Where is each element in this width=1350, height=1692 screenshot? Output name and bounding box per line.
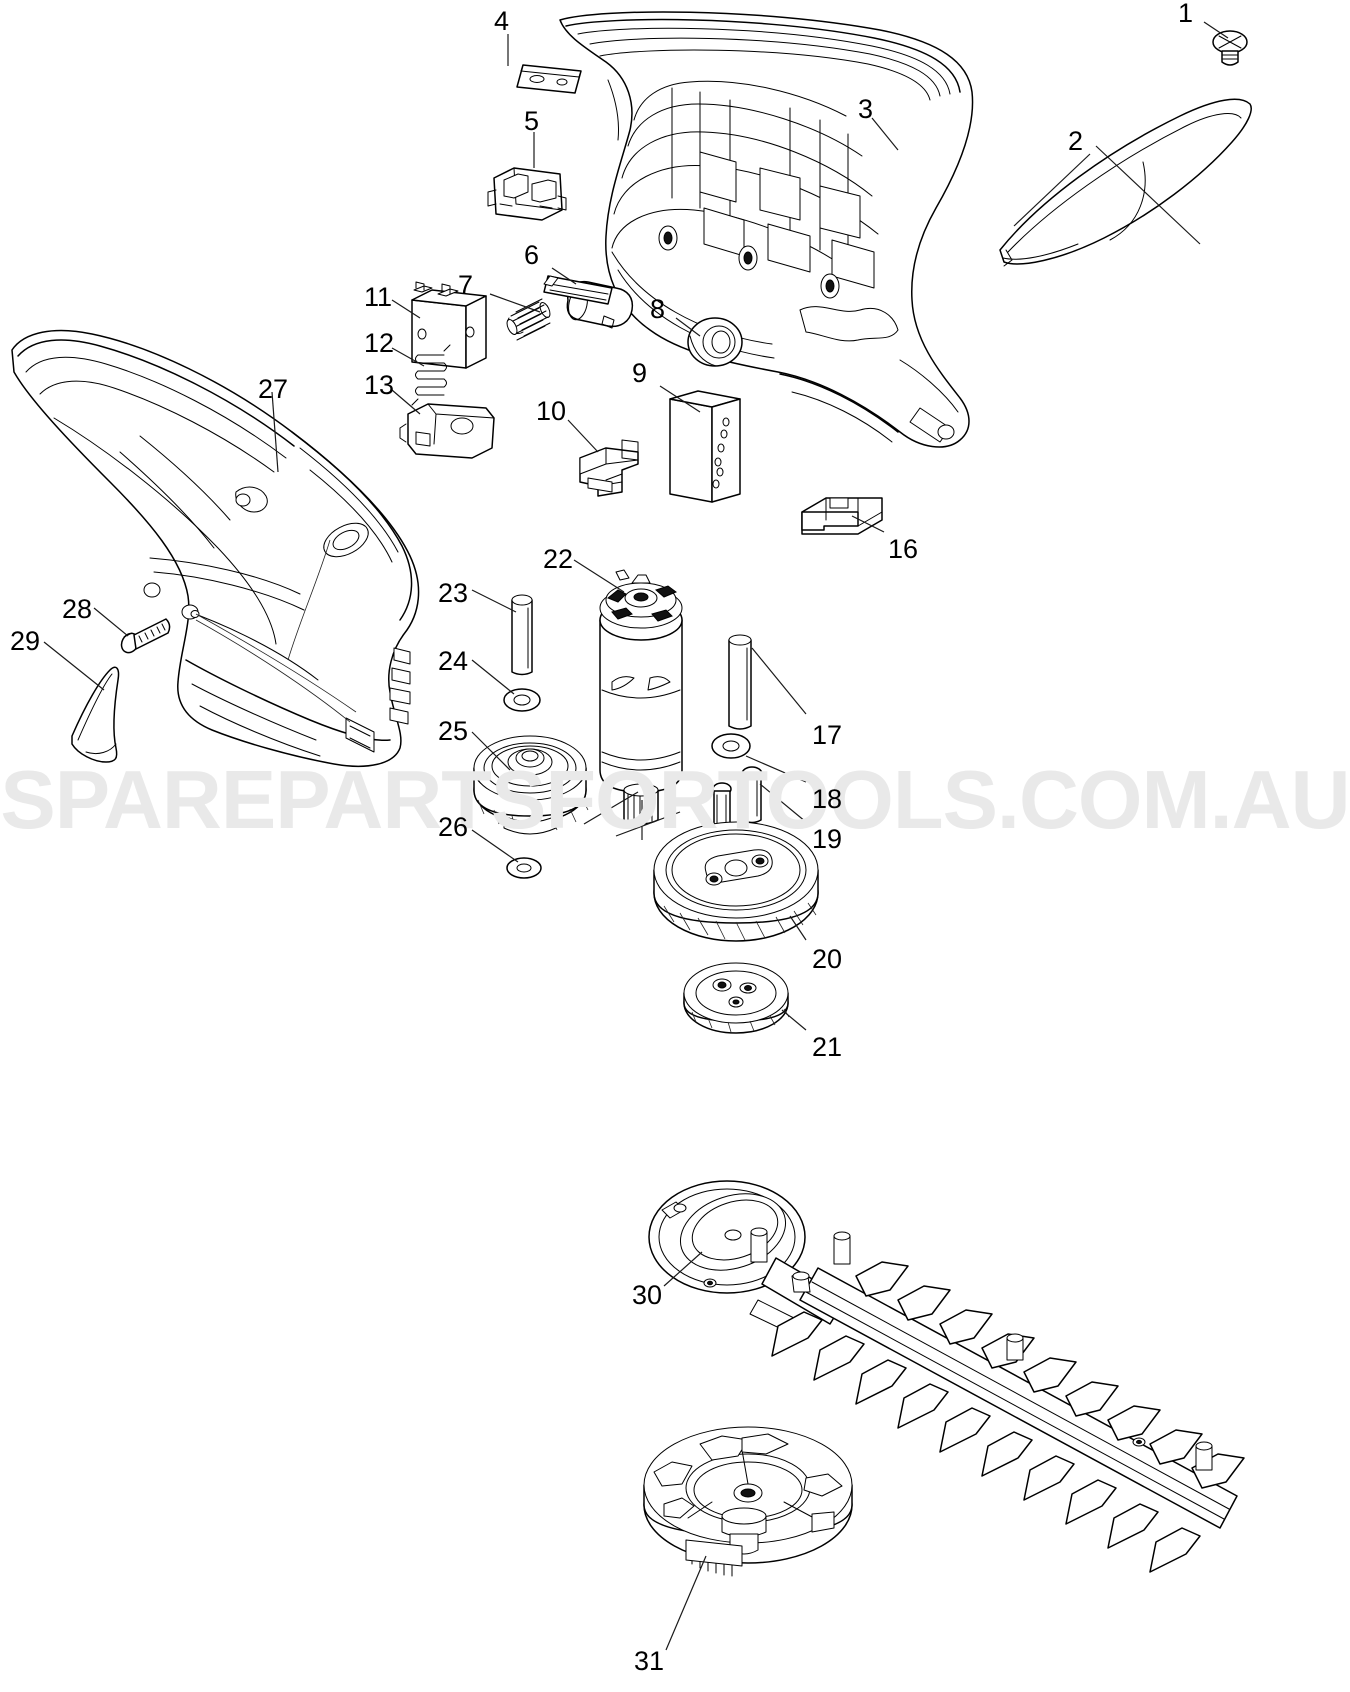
part-20-gear-large bbox=[653, 821, 819, 942]
part-12-torsion-spring bbox=[411, 344, 451, 406]
part-25-gear-small bbox=[473, 735, 589, 835]
part-10-bracket bbox=[579, 439, 639, 497]
part-8-rubber-grommet bbox=[687, 317, 743, 367]
callout-4: 4 bbox=[494, 6, 510, 36]
callout-10: 10 bbox=[536, 396, 567, 426]
callout-13: 13 bbox=[364, 370, 395, 400]
callout-23: 23 bbox=[438, 578, 469, 608]
part-18-flat-washer bbox=[711, 733, 751, 759]
callout-21: 21 bbox=[812, 1032, 843, 1062]
part-21-eccentric-plate bbox=[683, 962, 790, 1034]
part-7-compression-spring bbox=[506, 298, 551, 341]
part-3-housing-set bbox=[559, 11, 974, 448]
callout-16: 16 bbox=[888, 534, 919, 564]
part-31-blade-cover-plate bbox=[643, 1426, 853, 1577]
part-9-controller bbox=[669, 390, 741, 503]
part-2-cover-right bbox=[999, 98, 1252, 267]
part-1-tapping-screw bbox=[1212, 30, 1248, 66]
callout-25: 25 bbox=[438, 716, 469, 746]
callout-18: 18 bbox=[812, 784, 843, 814]
callout-9: 9 bbox=[632, 358, 648, 388]
callout-20: 20 bbox=[812, 944, 843, 974]
callout-11: 11 bbox=[364, 282, 393, 312]
part-13-switch-holder bbox=[399, 403, 495, 459]
callout-26: 26 bbox=[438, 812, 469, 842]
callout-27: 27 bbox=[258, 374, 289, 404]
callout-8: 8 bbox=[650, 294, 666, 324]
callout-22: 22 bbox=[543, 544, 574, 574]
part-30-shear-blade-assembly bbox=[648, 1180, 1245, 1573]
part-11-micro-switch bbox=[411, 281, 487, 369]
callout-29: 29 bbox=[10, 626, 41, 656]
callout-30: 30 bbox=[632, 1280, 663, 1310]
callout-17: 17 bbox=[812, 720, 843, 750]
callout-1: 1 bbox=[1178, 0, 1194, 28]
leader-lines bbox=[43, 21, 1229, 1651]
part-29-cover-left bbox=[71, 666, 120, 763]
callout-2: 2 bbox=[1068, 126, 1084, 156]
part-26-washer-small bbox=[506, 857, 542, 879]
part-4-plate bbox=[516, 64, 582, 94]
part-6-switch-lever bbox=[543, 275, 634, 329]
callout-5: 5 bbox=[524, 106, 540, 136]
part-5-terminal bbox=[487, 167, 567, 221]
part-27-housing-left bbox=[11, 329, 420, 767]
callout-28: 28 bbox=[62, 594, 93, 624]
part-16-lock-block bbox=[801, 497, 883, 535]
callout-31: 31 bbox=[634, 1646, 665, 1676]
part-17-pin-long bbox=[728, 634, 752, 730]
part-23-pin-short bbox=[511, 594, 533, 676]
callout-12: 12 bbox=[364, 328, 395, 358]
callout-24: 24 bbox=[438, 646, 469, 676]
part-28-screw bbox=[120, 618, 171, 654]
callout-7: 7 bbox=[458, 270, 474, 300]
callout-19: 19 bbox=[812, 824, 843, 854]
part-22-motor bbox=[599, 569, 683, 825]
part-24-washer bbox=[503, 688, 541, 712]
callout-6: 6 bbox=[524, 240, 540, 270]
callout-3: 3 bbox=[858, 94, 874, 124]
